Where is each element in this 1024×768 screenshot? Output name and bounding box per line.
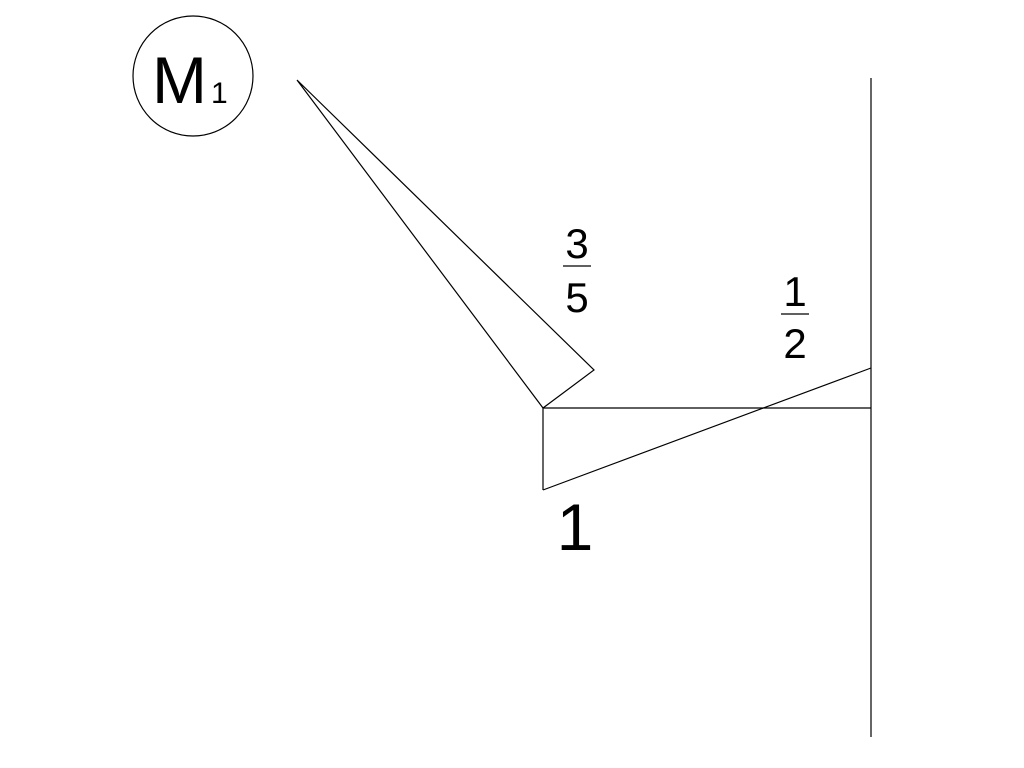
end-value-label: 1 <box>557 490 594 564</box>
fraction-right-numerator: 1 <box>783 268 806 315</box>
fraction-left-numerator: 3 <box>565 220 588 267</box>
sloped-member-moment-triangle <box>296 79 595 409</box>
fraction-left-label: 3 5 <box>563 220 591 321</box>
moment-label: M 1 <box>132 15 254 137</box>
moment-label-subscript: 1 <box>211 77 228 110</box>
fraction-left-denominator: 5 <box>565 274 588 321</box>
fraction-right-denominator: 2 <box>783 320 806 367</box>
fraction-right-label: 1 2 <box>781 268 809 367</box>
moment-label-main: M <box>152 43 207 117</box>
moment-label-circle <box>132 15 254 137</box>
horizontal-member-moment-line <box>542 367 872 491</box>
